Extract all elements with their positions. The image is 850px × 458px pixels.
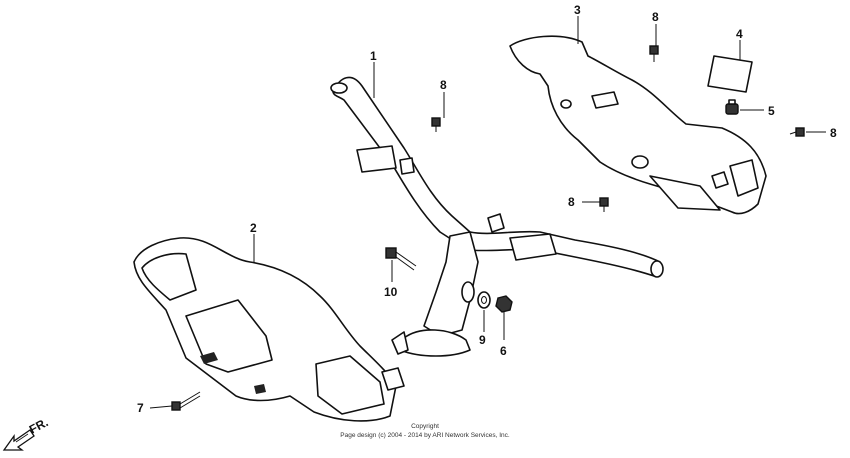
grommet-part	[725, 99, 739, 115]
callout-9: 9	[479, 333, 486, 347]
screw-8-parts	[431, 45, 805, 212]
bolt-10-part	[385, 247, 417, 271]
callout-8-d: 8	[830, 126, 837, 140]
callout-7: 7	[137, 401, 144, 415]
front-handlebar-cover-part	[133, 237, 405, 422]
callout-1: 1	[370, 49, 377, 63]
callout-4: 4	[736, 27, 743, 41]
nut-part	[495, 295, 513, 313]
label-plate-part	[707, 55, 753, 93]
callout-5: 5	[768, 104, 775, 118]
rear-handlebar-cover-part	[509, 35, 767, 215]
callout-8-b: 8	[652, 10, 659, 24]
washer-part	[477, 291, 491, 309]
screw-7-part	[171, 391, 201, 411]
callout-6: 6	[500, 344, 507, 358]
callout-labels: 1 2 3 4 5 6 7 8 8 8 8 9 10	[137, 3, 837, 415]
callout-3: 3	[574, 3, 581, 17]
copyright-line-2: Page design (c) 2004 - 2014 by ARI Netwo…	[340, 432, 510, 439]
copyright-line-1: Copyright	[411, 423, 439, 430]
callout-8-c: 8	[568, 195, 575, 209]
callout-8-a: 8	[440, 78, 447, 92]
front-direction-indicator: FR.	[2, 415, 50, 451]
handlebar-part	[330, 76, 664, 357]
callout-2: 2	[250, 221, 257, 235]
callout-10: 10	[384, 285, 398, 299]
leader-lines	[149, 16, 826, 409]
